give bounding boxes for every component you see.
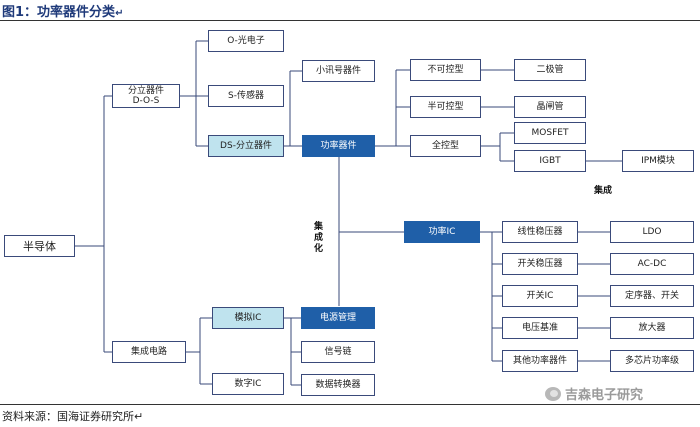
node-ipm-module: IPM模块 — [622, 150, 694, 172]
node-analog-ic: 模拟IC — [212, 307, 284, 329]
node-ldo: LDO — [610, 221, 694, 243]
node-power-management: 电源管理 — [301, 307, 375, 329]
node-signal-chain: 信号链 — [301, 341, 375, 363]
node-multichip-power-stage: 多芯片功率级 — [610, 350, 694, 372]
node-power-device: 功率器件 — [302, 135, 375, 157]
wechat-icon — [545, 386, 561, 401]
node-data-converter: 数据转换器 — [301, 374, 375, 396]
node-integrated-circuit: 集成电路 — [112, 341, 186, 363]
figure-title-text: 功率器件分类 — [37, 5, 116, 20]
node-discrete-devices: 分立器件 D-O-S — [112, 84, 180, 108]
node-semiconductor: 半导体 — [4, 235, 75, 257]
node-semi-controlled: 半可控型 — [410, 96, 481, 118]
node-other-power-device: 其他功率器件 — [502, 350, 578, 372]
node-ds-discrete: DS-分立器件 — [208, 135, 284, 157]
node-voltage-reference: 电压基准 — [502, 317, 578, 339]
node-switching-regulator: 开关稳压器 — [502, 253, 578, 275]
source-note: 资料来源：国海证券研究所↵ — [2, 410, 144, 423]
figure-label: 图1： — [2, 5, 38, 20]
node-full-controlled: 全控型 — [410, 135, 481, 157]
label-integration-vertical: 集成化 — [313, 222, 323, 254]
top-rule — [0, 20, 700, 21]
watermark-text: 吉森电子研究 — [565, 388, 644, 403]
node-switch-ic: 开关IC — [502, 285, 578, 307]
node-linear-regulator: 线性稳压器 — [502, 221, 578, 243]
node-igbt: IGBT — [514, 150, 586, 172]
node-thyristor: 晶闸管 — [514, 96, 586, 118]
node-digital-ic: 数字IC — [212, 373, 284, 395]
node-ac-dc: AC-DC — [610, 253, 694, 275]
node-power-ic: 功率IC — [404, 221, 480, 243]
bottom-rule — [0, 404, 700, 405]
label-integration: 集成 — [594, 186, 613, 196]
node-mosfet: MOSFET — [514, 122, 586, 144]
return-mark-icon: ↵ — [115, 8, 124, 19]
node-uncontrolled: 不可控型 — [410, 59, 481, 81]
node-amplifier: 放大器 — [610, 317, 694, 339]
watermark: 吉森电子研究 — [545, 384, 643, 403]
node-small-signal: 小讯号器件 — [302, 60, 375, 82]
figure-title: 图1：功率器件分类↵ — [2, 1, 123, 20]
node-optoelectronics: O-光电子 — [208, 30, 284, 52]
node-sequencer-switch: 定序器、开关 — [610, 285, 694, 307]
node-diode: 二极管 — [514, 59, 586, 81]
node-sensor: S-传感器 — [208, 85, 284, 107]
